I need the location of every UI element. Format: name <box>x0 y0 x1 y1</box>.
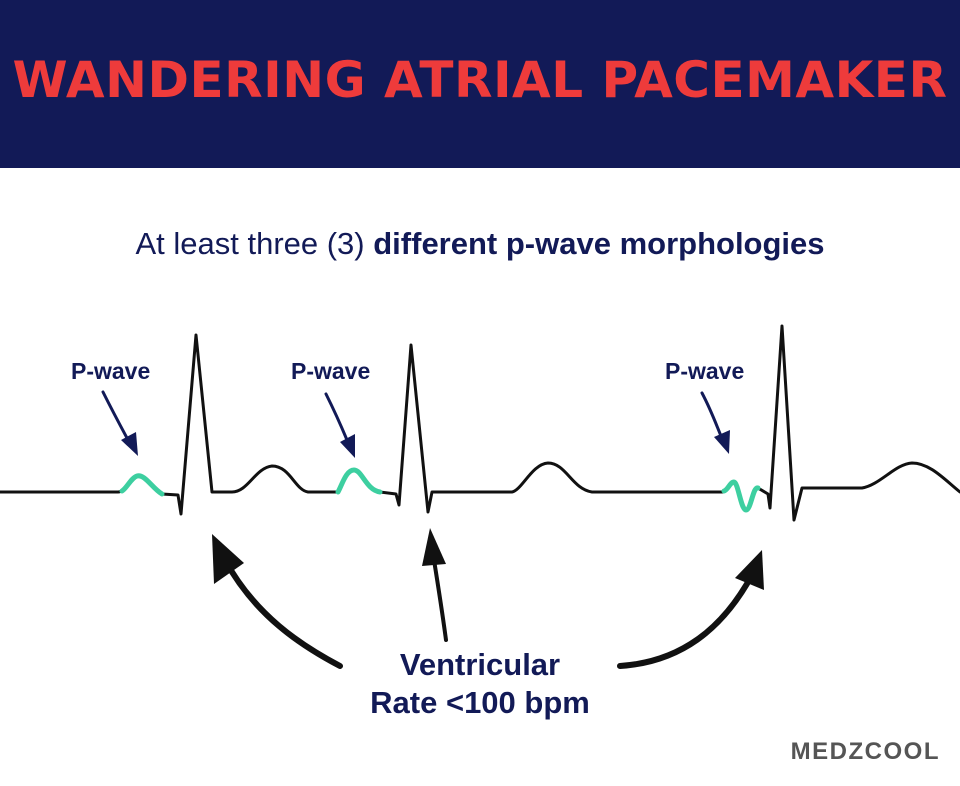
rate-label-line1: Ventricular <box>399 647 561 682</box>
subtitle: At least three (3) different p-wave morp… <box>0 226 960 262</box>
p-wave-arrow-2 <box>324 392 355 458</box>
p-wave-label-2: P-wave <box>291 358 371 384</box>
rate-arrow-right <box>617 550 764 669</box>
p-wave-arrow-3 <box>700 391 730 454</box>
p-wave-arrow-1 <box>101 390 138 456</box>
subtitle-prefix: At least three (3) <box>135 226 374 261</box>
p-wave-highlight-2 <box>335 467 383 495</box>
title-banner: WANDERING ATRIAL PACEMAKER <box>0 0 960 168</box>
p-wave-label-3: P-wave <box>665 358 745 384</box>
ventricular-rate-label: Ventricular Rate <100 bpm <box>330 646 630 722</box>
p-wave-label-1: P-wave <box>71 358 151 384</box>
page-title: WANDERING ATRIAL PACEMAKER <box>12 51 948 109</box>
rate-arrow-left <box>212 534 343 669</box>
brand-logo: MEDZCOOL <box>790 738 940 765</box>
p-wave-highlight-1 <box>119 473 165 497</box>
ecg-trace <box>0 324 960 522</box>
rate-arrow-middle <box>422 528 448 642</box>
p-wave-highlight-3 <box>721 479 761 513</box>
subtitle-emphasis: different p-wave morphologies <box>373 226 825 261</box>
rate-label-line2: Rate <100 bpm <box>370 685 590 720</box>
